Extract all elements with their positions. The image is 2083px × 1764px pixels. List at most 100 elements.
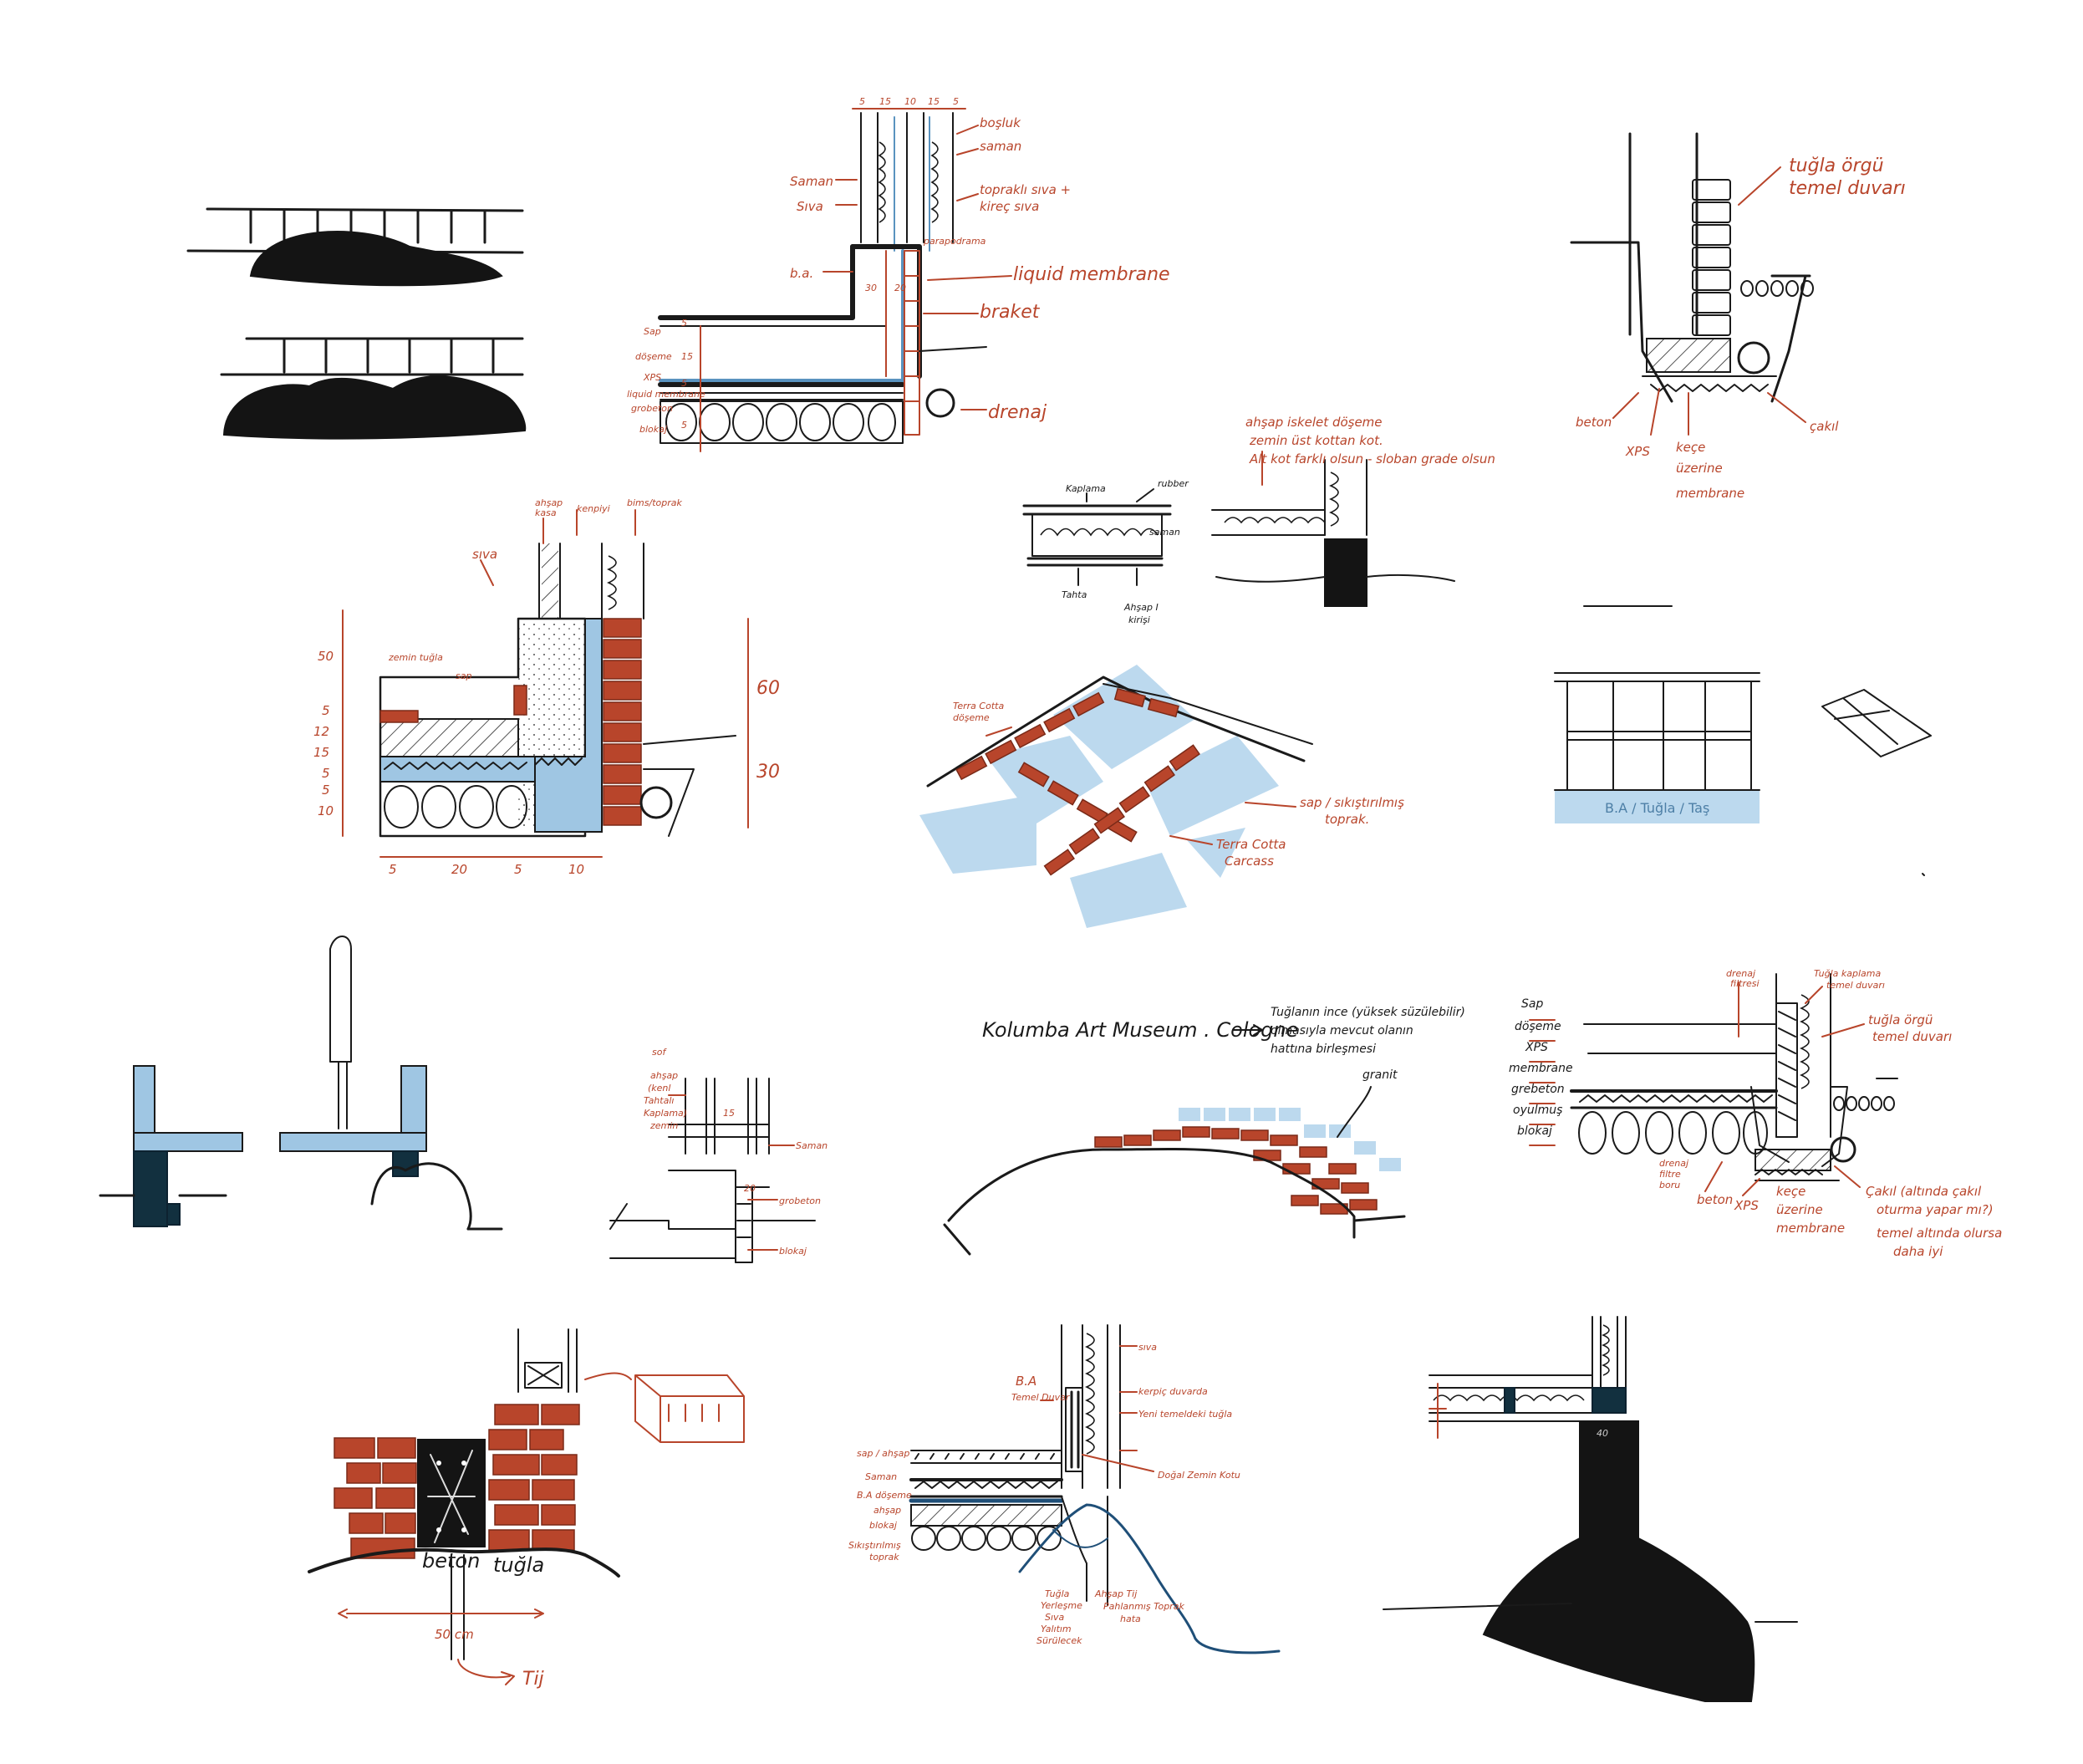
s12-label: tuğla: [493, 1553, 544, 1577]
s2-label: topraklı sıva +: [980, 182, 1071, 197]
s6-dim: 5: [322, 703, 330, 718]
s6-top-label: zemin tuğla: [388, 652, 443, 663]
sketch-wall-liquid-membrane: 5 15 10 15 5: [627, 96, 1170, 452]
s4-label: Ahşap I: [1123, 602, 1159, 613]
s2-label: Sıva: [797, 199, 823, 214]
s6-top-label: bims/toprak: [627, 497, 682, 508]
s6-dim: 30: [756, 762, 780, 783]
sketch-black-pier-mound: 40: [1383, 1316, 1798, 1702]
s2-label: blokaj: [639, 424, 668, 435]
s11-note: Çakıl (altında çakıl: [1866, 1184, 1982, 1199]
s6-dim: 12: [313, 724, 329, 739]
s6-top-label: sap: [456, 670, 471, 681]
s6-brick-column: [603, 618, 642, 826]
s6-dim: 5: [389, 862, 397, 877]
s2-label: boşluk: [980, 115, 1021, 130]
s3-gravel: [1740, 280, 1814, 297]
s2-dim: 15: [928, 96, 940, 107]
s10-label: zemin: [649, 1120, 678, 1131]
s13-bricks-right: [488, 1404, 580, 1551]
s11-bottom: drenaj: [1659, 1158, 1689, 1169]
s13-right: Yeni temeldeki tuğla: [1138, 1409, 1232, 1420]
s4-label: rubber: [1158, 478, 1189, 489]
s13-right: Pahlanmış Toprak: [1103, 1601, 1184, 1612]
s11-left: XPS: [1525, 1041, 1548, 1054]
s12-label: beton: [422, 1549, 480, 1573]
s3-label: XPS: [1625, 444, 1650, 459]
s11-top: drenaj: [1726, 968, 1756, 979]
s12-gravel: [1833, 1096, 1895, 1111]
sketch-terracotta-axonometric: Terra Cotta döşeme sap / sıkıştırılmış t…: [919, 665, 1404, 928]
s9-note: olmasıyla mevcut olanın: [1271, 1024, 1413, 1037]
s9-brick-courses: [1094, 1126, 1378, 1215]
s2-small: 15: [681, 351, 693, 362]
sketch-pier-person: [99, 936, 503, 1231]
s2-small: 30: [865, 283, 877, 293]
s6-dim: 10: [568, 862, 584, 877]
s13-bottom: Yerleşme: [1041, 1600, 1082, 1611]
s2-label: XPS: [643, 372, 661, 383]
s10-label: Kaplama): [644, 1108, 687, 1119]
s2-small: parapodrama: [923, 236, 986, 247]
s9-note: Tuğlanın ince (yüksek süzülebilir): [1271, 1006, 1465, 1019]
s7-label: Carcass: [1225, 854, 1274, 869]
s11-bottom: XPS: [1734, 1198, 1759, 1213]
s2-label: kireç sıva: [980, 199, 1039, 214]
s2-brick-column: [904, 250, 920, 436]
s3-brick-stack: [1692, 179, 1731, 336]
s7-label: döşeme: [953, 712, 990, 723]
s5-note: zemin üst kottan kot.: [1249, 433, 1383, 448]
s4-label: kirişi: [1128, 614, 1150, 625]
s13-bricks-left: [334, 1437, 417, 1559]
s11-bottom: boru: [1659, 1180, 1680, 1190]
s13-left: toprak: [869, 1552, 899, 1563]
s10-label: Saman: [796, 1140, 828, 1151]
s11-left: döşeme: [1515, 1020, 1561, 1033]
s13-right: sıva: [1138, 1342, 1157, 1353]
s6-dim: 5: [322, 766, 330, 781]
s11-bottom: filtre: [1659, 1169, 1681, 1180]
s10-label: blokaj: [779, 1246, 807, 1257]
s2-label: drenaj: [988, 402, 1047, 423]
s11-top: temel duvarı: [1872, 1029, 1952, 1044]
s13-left: blokaj: [869, 1520, 898, 1531]
s2-dim: 15: [879, 96, 891, 107]
s2-label: Saman: [790, 174, 833, 189]
s6-dim: 10: [318, 803, 334, 818]
s13-bottom: Tuğla: [1045, 1588, 1070, 1599]
s11-top: temel duvarı: [1826, 980, 1885, 991]
s2-dim: 10: [904, 96, 916, 107]
s10-label: ahşap: [650, 1070, 678, 1081]
s14-blokaj-stones: [911, 1526, 1062, 1551]
s14-label: 40: [1597, 1428, 1608, 1439]
s2-blokaj-stones: [665, 403, 896, 441]
s11-bottom: membrane: [1776, 1221, 1845, 1236]
sketch-wall-saman: sof ahşap (kenl Tahtalı Kaplama) zemin 1…: [609, 1047, 828, 1263]
sketch-wall-on-base: B.A / Tuğla / Taş: [1554, 672, 1932, 823]
s13-left: Temel Duvar: [1011, 1392, 1071, 1403]
s11-left: membrane: [1509, 1062, 1573, 1075]
s13-left: Sıkıştırılmış: [848, 1540, 901, 1551]
s11-left: grebeton: [1511, 1083, 1565, 1096]
s10-label: grobeton: [779, 1196, 821, 1206]
s11-top: Tuğla kaplama: [1814, 968, 1881, 979]
s9-note: hattına birleşmesi: [1271, 1043, 1376, 1056]
s11-left: Sap: [1521, 997, 1543, 1011]
s10-label: (kenl: [648, 1083, 670, 1094]
s3-label: membrane: [1676, 486, 1744, 501]
s6-top-label: sıva: [472, 547, 497, 562]
s2-small: 5: [681, 318, 687, 329]
sketch-floor-plank: Kaplama rubber saman Tahta Ahşap I kiriş…: [1022, 478, 1189, 625]
s13-left: B.A döşeme: [857, 1490, 912, 1501]
s3-label: tuğla örgü: [1789, 155, 1884, 176]
s13-left: ahşap: [873, 1505, 901, 1516]
s4-label: Tahta: [1062, 589, 1087, 600]
s13-bottom: Yalıtım: [1041, 1624, 1072, 1634]
s2-label: liquid membrane: [1013, 264, 1170, 285]
s13-left: B.A: [1016, 1374, 1036, 1389]
s2-label: liquid membrane: [627, 389, 705, 400]
s2-dim: 5: [953, 96, 959, 107]
s11-note: oturma yapar mı?): [1877, 1202, 1994, 1217]
sketch-wall-foundation-section: ahşap kasa kenpiyi sıva bims/toprak zemi…: [313, 497, 780, 877]
